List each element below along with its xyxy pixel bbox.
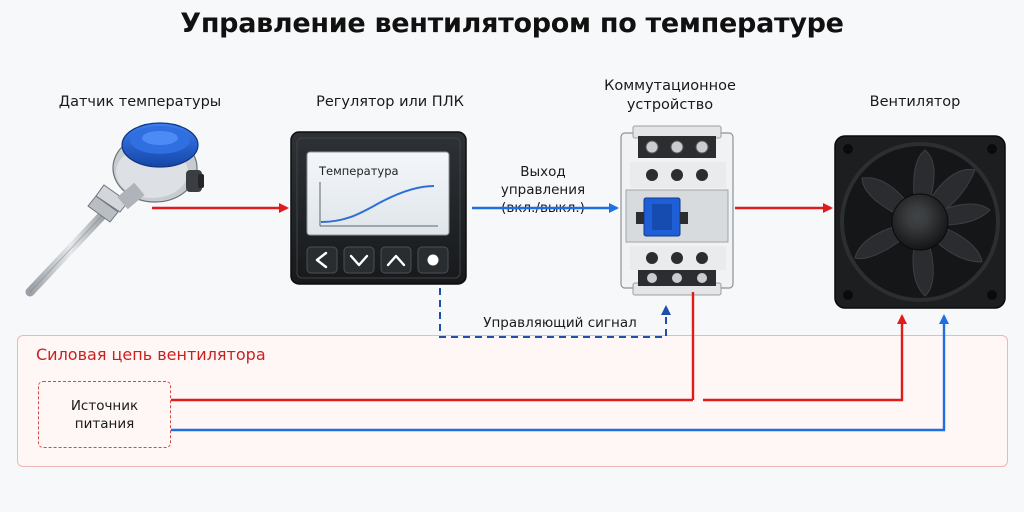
contactor-device-icon	[620, 125, 734, 296]
switching-label-line1: Коммутационное	[604, 78, 736, 94]
power-source-line2: питания	[74, 415, 135, 432]
controller-label: Регулятор или ПЛК	[316, 94, 464, 110]
sensor-label: Датчик температуры	[58, 94, 222, 110]
page-title: Управление вентилятором по температуре	[180, 8, 844, 39]
controller-device-icon: Температура	[290, 131, 467, 285]
power-red-line-to-fan	[703, 314, 907, 402]
controller-left-button[interactable]	[306, 246, 338, 274]
fan-label: Вентилятор	[869, 94, 961, 110]
power-blue-line-to-fan	[171, 314, 949, 432]
control-output-line1: Выход управления	[500, 164, 586, 198]
control-signal-dashed-line	[439, 288, 671, 338]
temperature-sensor-icon	[25, 122, 204, 297]
controller-screen-label: Температура	[318, 164, 399, 178]
power-source-box: Источник питания	[38, 381, 171, 448]
fan-device-icon	[834, 135, 1006, 309]
switching-label: Коммутационное устройство	[590, 77, 750, 115]
controller-ok-button[interactable]	[417, 246, 449, 274]
power-source-line1: Источник	[70, 397, 139, 414]
controller-down-button[interactable]	[343, 246, 375, 274]
power-circuit-title: Силовая цепь вентилятора	[36, 345, 266, 364]
switching-label-line2: устройство	[626, 97, 714, 113]
control-signal-label: Управляющий сигнал	[483, 315, 637, 331]
controller-up-button[interactable]	[380, 246, 412, 274]
